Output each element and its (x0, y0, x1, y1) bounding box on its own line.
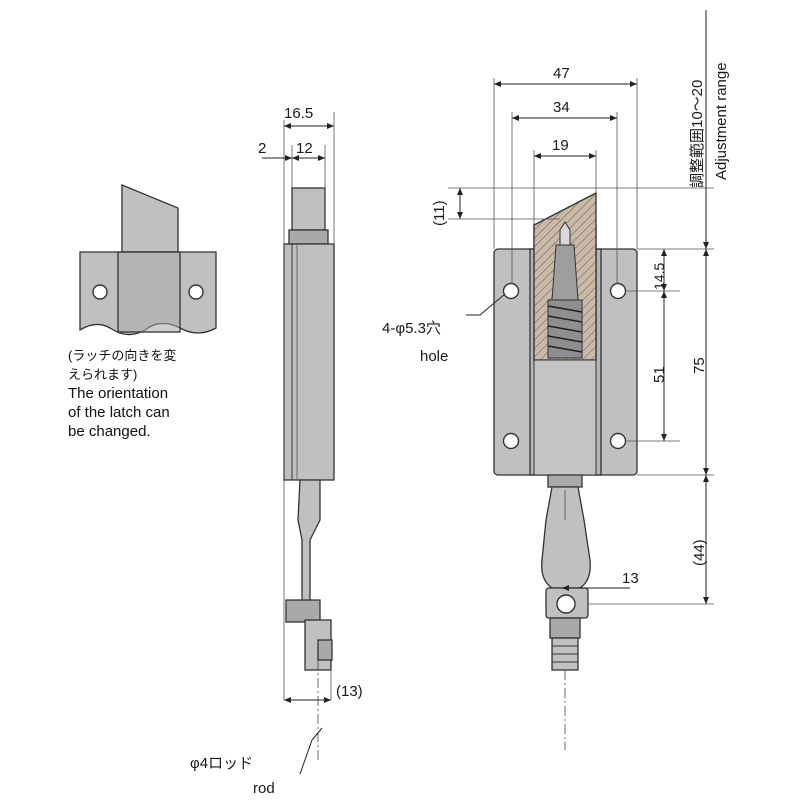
hole-spec-label: 4-φ5.3穴 (382, 320, 441, 337)
dim-75: 75 (691, 357, 708, 374)
rod-label: rod (253, 780, 275, 797)
dim-44: (44) (691, 539, 708, 566)
front-view (448, 10, 714, 750)
mount-hole-icon (502, 282, 520, 300)
adjustment-range-jp: 調整範囲10～20 (688, 80, 706, 188)
dim-51: 51 (651, 366, 668, 383)
dim-2: 2 (258, 140, 266, 157)
rod-spec-label: φ4ロッド (190, 755, 253, 772)
adjustment-range-en: Adjustment range (713, 62, 730, 180)
dim-47: 47 (553, 65, 570, 82)
mount-hole-icon (188, 284, 204, 300)
note-en-line-2: of the latch can (68, 404, 170, 421)
dim-12: 12 (296, 140, 313, 157)
note-en-line-3: be changed. (68, 423, 151, 440)
dim-34: 34 (553, 99, 570, 116)
mount-hole-icon (92, 284, 108, 300)
side-view (262, 112, 335, 775)
dim-14-5: 14.5 (651, 263, 667, 290)
dim-13-handle: 13 (622, 570, 639, 587)
mount-hole-icon (609, 282, 627, 300)
note-jp-line-2: えられます) (68, 367, 138, 382)
hole-label: hole (420, 348, 448, 365)
note-en-line-1: The orientation (68, 385, 169, 402)
mount-hole-icon (502, 432, 520, 450)
dim-13-rod: (13) (336, 683, 363, 700)
dim-19: 19 (552, 137, 569, 154)
latch-orientation-detail (79, 184, 217, 336)
dim-11: (11) (431, 200, 448, 226)
dim-16-5: 16.5 (284, 105, 313, 122)
note-jp-line-1: (ラッチの向きを変 (68, 348, 177, 363)
mount-hole-icon (609, 432, 627, 450)
orientation-note: (ラッチの向きを変 えられます) The orientation of the … (68, 346, 258, 441)
